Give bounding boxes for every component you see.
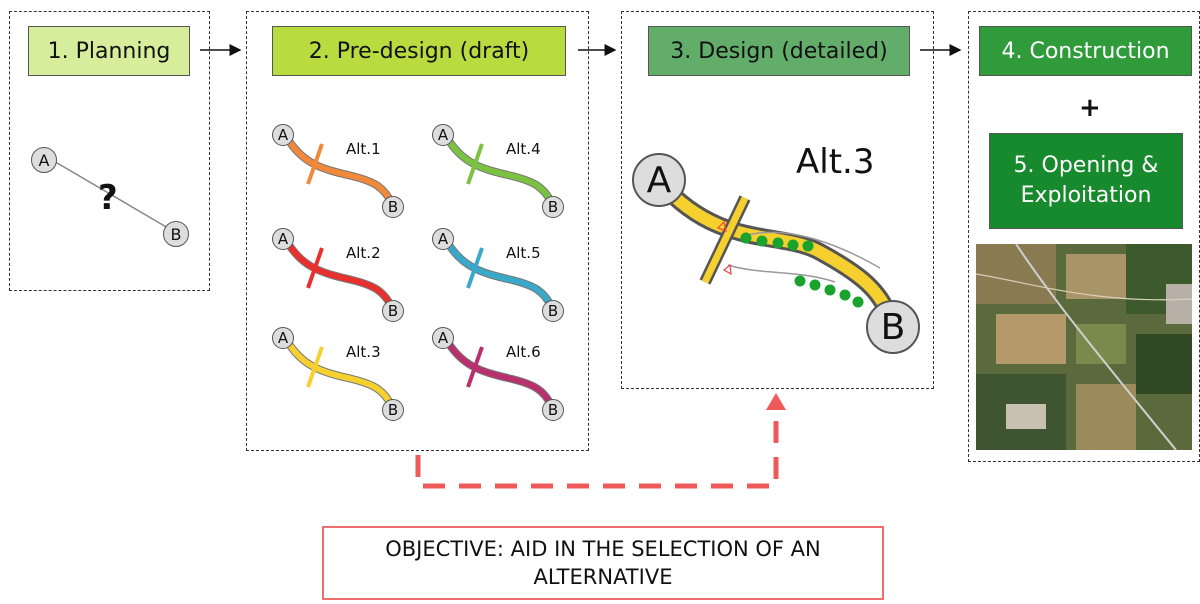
alt-node-b: B: [382, 300, 404, 322]
stage-construction: 4. Construction: [979, 26, 1192, 76]
planning-node-a: A: [31, 147, 57, 173]
stage-predesign: 2. Pre-design (draft): [272, 26, 566, 76]
design-route: [651, 173, 899, 327]
alt-node-a: A: [272, 124, 294, 146]
alt-node-a: A: [432, 124, 454, 146]
design-node-b: B: [866, 300, 920, 354]
alt-route-4: [442, 236, 556, 312]
feedback-arrow: [415, 410, 779, 489]
alt-route-5: [282, 335, 396, 411]
stage-design-label: 3. Design (detailed): [670, 38, 888, 64]
alt-node-a: A: [432, 327, 454, 349]
planning-node-b: B: [163, 221, 189, 247]
alt-node-b: B: [542, 196, 564, 218]
alt-route-2: [442, 132, 556, 208]
alt-route-6: [442, 335, 556, 411]
alt-route-1: [282, 132, 396, 208]
planning-question: ?: [98, 178, 118, 218]
alt-node-a: A: [272, 327, 294, 349]
alt-label-2: Alt.4: [506, 140, 541, 158]
alt-node-a: A: [272, 228, 294, 250]
alt-label-4: Alt.5: [506, 244, 541, 262]
alt-label-3: Alt.2: [346, 244, 381, 262]
plus-sign: +: [1079, 93, 1101, 123]
alt-node-b: B: [542, 300, 564, 322]
alt-node-b: B: [382, 196, 404, 218]
stage-design: 3. Design (detailed): [648, 26, 910, 76]
alt-label-6: Alt.6: [506, 343, 541, 361]
stage-construction-label: 4. Construction: [1001, 38, 1170, 64]
design-panel: [621, 11, 934, 389]
stage-opening-label-line2: Exploitation: [1020, 183, 1152, 208]
objective-line1: OBJECTIVE: AID IN THE SELECTION OF AN: [385, 537, 821, 561]
design-node-a: A: [632, 153, 686, 207]
alt-label-1: Alt.1: [346, 140, 381, 158]
planning-link: [51, 159, 169, 229]
alt-label-5: Alt.3: [346, 343, 381, 361]
alt-node-a: A: [432, 228, 454, 250]
alt-node-b: B: [382, 399, 404, 421]
alt-route-3: [282, 236, 396, 312]
stage-predesign-label: 2. Pre-design (draft): [308, 38, 530, 64]
predesign-panel: [246, 11, 589, 451]
objective-box: OBJECTIVE: AID IN THE SELECTION OF AN AL…: [322, 526, 884, 600]
stage-opening: 5. Opening & Exploitation: [989, 133, 1183, 229]
design-alt-label: Alt.3: [796, 142, 875, 182]
satellite-map-image: [976, 244, 1192, 450]
stage-planning: 1. Planning: [28, 26, 190, 76]
stage-planning-label: 1. Planning: [47, 38, 171, 64]
objective-line2: ALTERNATIVE: [533, 565, 673, 589]
planning-panel: [9, 11, 210, 291]
stage-opening-label-line1: 5. Opening &: [1013, 153, 1159, 178]
feedback-arrowhead: [766, 393, 786, 410]
alt-node-b: B: [542, 399, 564, 421]
